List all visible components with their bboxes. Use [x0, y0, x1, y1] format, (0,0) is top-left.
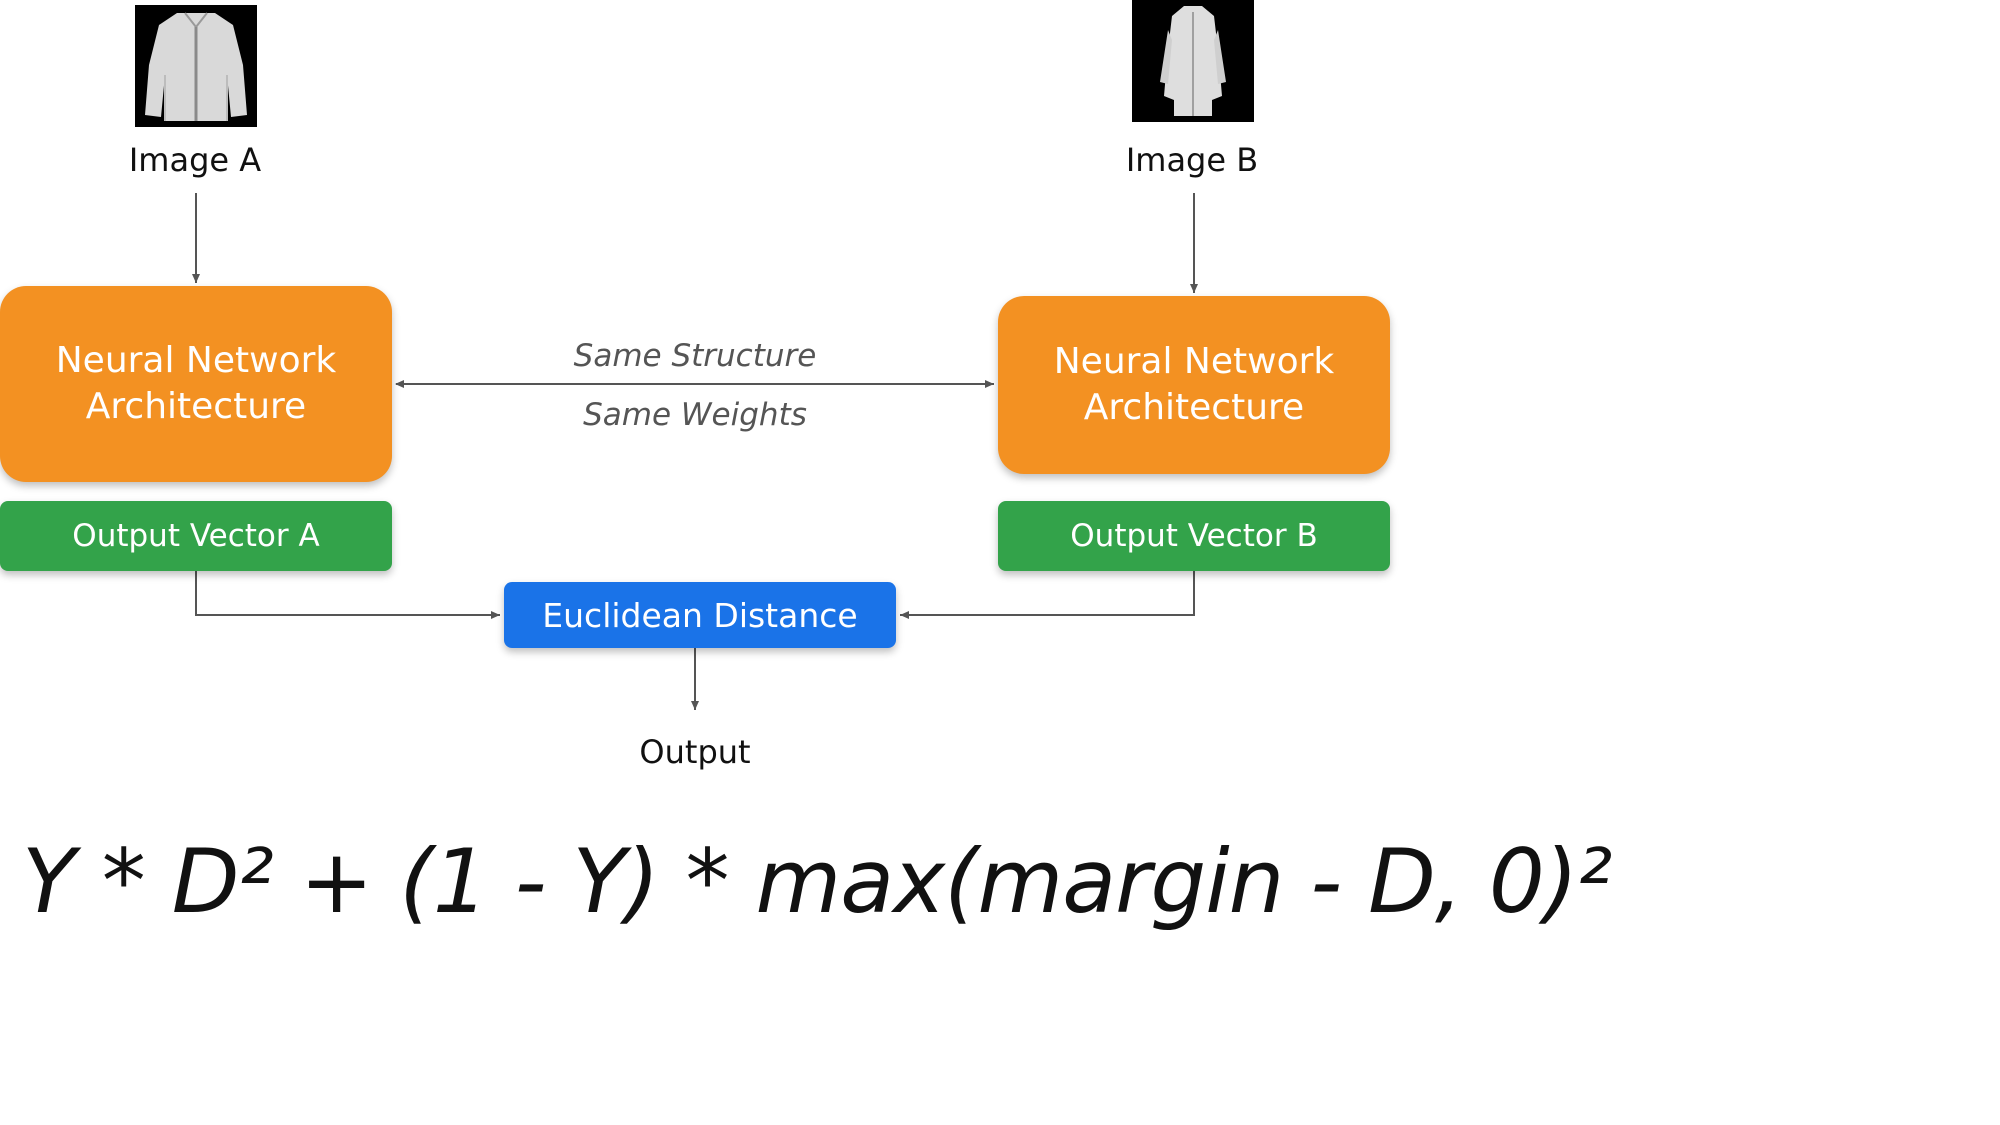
contrastive-loss-formula: Y * D² + (1 - Y) * max(margin - D, 0)² [22, 830, 1612, 933]
image-a-label: Image A [128, 141, 262, 179]
arrow-vector-b-to-distance [900, 571, 1195, 619]
neural-network-b: Neural Network Architecture [998, 296, 1390, 474]
arrow-vector-a-to-distance [195, 571, 500, 619]
neural-network-a-title: Neural Network Architecture [55, 340, 337, 427]
euclidean-distance-node: Euclidean Distance [504, 582, 896, 648]
neural-network-b-title: Neural Network Architecture [1053, 341, 1335, 428]
output-vector-b-label: Output Vector B [1070, 518, 1318, 554]
dress-icon [1132, 0, 1254, 122]
neural-network-a: Neural Network Architecture [0, 286, 392, 482]
euclidean-distance-label: Euclidean Distance [542, 595, 858, 635]
jacket-icon [135, 5, 257, 127]
output-vector-a-label: Output Vector A [72, 518, 320, 554]
same-weights-caption: Same Weights [583, 397, 807, 433]
output-vector-a: Output Vector A [0, 501, 392, 571]
same-structure-caption: Same Structure [573, 338, 817, 374]
output-label: Output [639, 733, 751, 771]
output-vector-b: Output Vector B [998, 501, 1390, 571]
image-b-label: Image B [1125, 141, 1259, 179]
